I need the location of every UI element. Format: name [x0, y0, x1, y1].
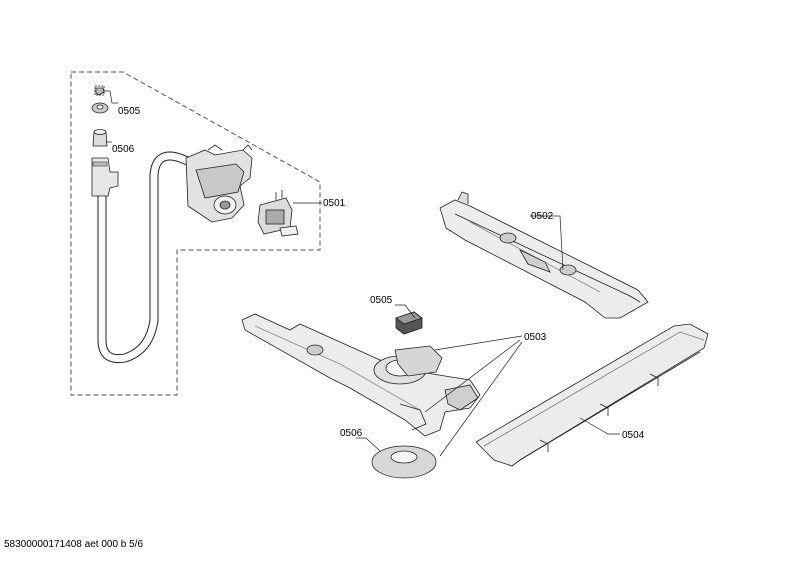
connector-part — [395, 311, 423, 335]
inlet-hose — [91, 151, 205, 364]
valve-housing — [185, 144, 253, 223]
leader-lines — [104, 90, 620, 457]
solenoid-valve — [257, 190, 299, 237]
label-0505-top: 0505 — [118, 106, 141, 117]
assembly-group-outline — [70, 71, 321, 396]
label-0505-mid: 0505 — [370, 295, 393, 306]
spray-arm-lower — [241, 313, 481, 437]
document-footer: 58300000171408 aet 000 b 5/6 — [4, 539, 144, 550]
label-0506-top: 0506 — [112, 144, 135, 155]
label-0506-bottom: 0506 — [340, 428, 363, 439]
guide-rail — [475, 323, 709, 467]
disc-part — [371, 445, 437, 479]
spray-arm-carrier-upper — [439, 191, 649, 319]
label-0503: 0503 — [524, 332, 547, 343]
label-0501: 0501 — [323, 198, 346, 209]
label-0504: 0504 — [622, 430, 645, 441]
nut-part — [94, 85, 105, 96]
label-0502: 0502 — [531, 211, 554, 222]
washer-part — [91, 102, 109, 114]
cap-part — [92, 129, 108, 147]
